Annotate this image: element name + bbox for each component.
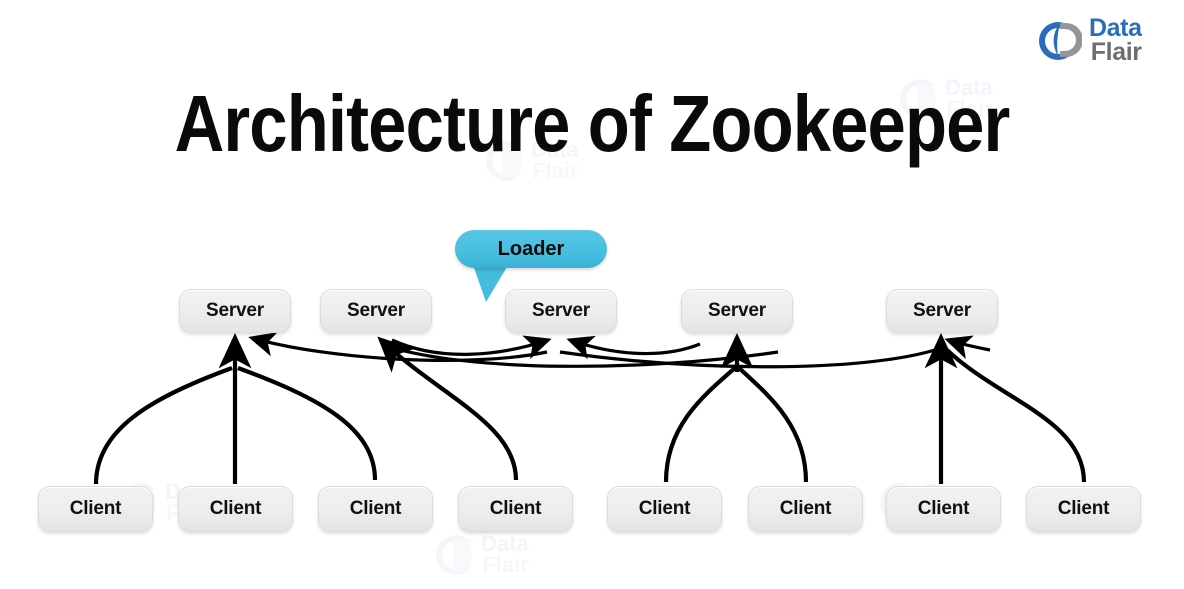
node-server-4[interactable]: Server (681, 289, 793, 333)
node-client-8[interactable]: Client (1026, 486, 1141, 532)
link-client8-server5 (945, 348, 1087, 483)
client-label: Client (489, 498, 542, 519)
link-client3-server1 (237, 366, 378, 481)
node-client-1[interactable]: Client (38, 486, 153, 532)
node-server-3[interactable]: Server (505, 289, 617, 333)
link-client6-server4 (737, 366, 809, 483)
client-label: Client (209, 498, 262, 519)
loader-label: Loader (497, 237, 565, 260)
server-label: Server (708, 300, 766, 321)
server-label: Server (532, 300, 590, 321)
node-server-5[interactable]: Server (886, 289, 998, 333)
link-server5-server4-tail (559, 348, 936, 369)
client-label: Client (638, 498, 691, 519)
node-client-5[interactable]: Client (607, 486, 722, 532)
link-server2-server3 (391, 335, 552, 360)
server-label: Server (913, 300, 971, 321)
link-server4-server3 (566, 335, 701, 360)
node-server-2[interactable]: Server (320, 289, 432, 333)
dataflair-mark-icon (1036, 18, 1083, 64)
node-client-4[interactable]: Client (458, 486, 573, 532)
server-label: Server (206, 300, 264, 321)
client-label: Client (349, 498, 402, 519)
loader-callout-tail (472, 262, 510, 302)
server-label: Server (347, 300, 405, 321)
node-server-1[interactable]: Server (179, 289, 291, 333)
link-server5-server4 (944, 335, 991, 360)
client-label: Client (69, 498, 122, 519)
client-label: Client (917, 498, 970, 519)
link-server2-server3-tail (385, 344, 779, 368)
node-client-2[interactable]: Client (178, 486, 293, 532)
page-title: Architecture of Zookeeper (174, 79, 1011, 168)
node-client-3[interactable]: Client (318, 486, 433, 532)
link-client1-server1 (93, 366, 233, 485)
node-client-6[interactable]: Client (748, 486, 863, 532)
logo-data-text: Data (1089, 14, 1142, 43)
loader-callout: Loader (455, 230, 607, 268)
link-client5-server4 (663, 366, 737, 483)
node-client-7[interactable]: Client (886, 486, 1001, 532)
client-label: Client (1057, 498, 1110, 519)
logo-flair-text: Flair (1090, 38, 1142, 66)
link-server3-server1 (248, 332, 548, 362)
dataflair-logo: Data Flair (1036, 14, 1168, 68)
client-label: Client (779, 498, 832, 519)
